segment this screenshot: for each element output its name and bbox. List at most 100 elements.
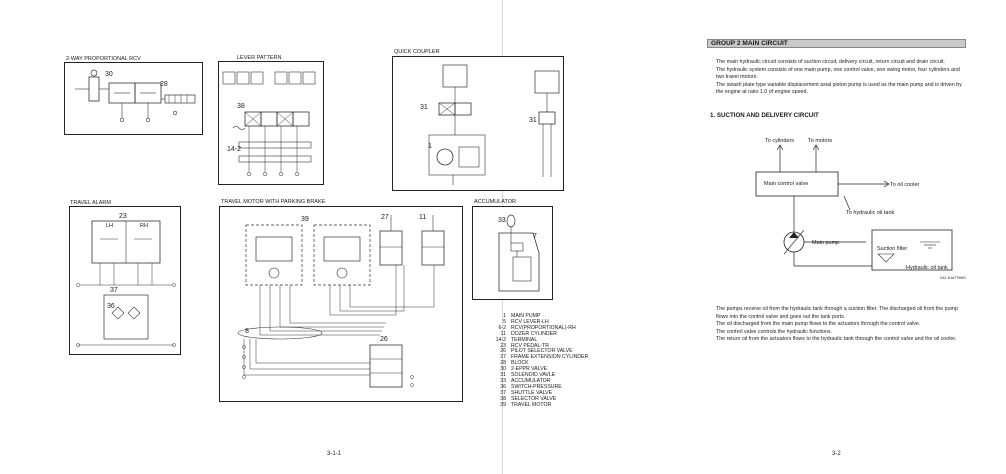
legend-row: 6-2 RCV(PROPORTIONAL)-RH <box>484 324 588 332</box>
alarm-diagram: 23 LH RH 37 36 <box>69 206 181 355</box>
accumulator-label-7: 7 <box>533 233 537 240</box>
motor-label-11: 11 <box>419 214 427 221</box>
legend-number: 26 <box>500 348 506 355</box>
alarm-label-rh: RH <box>140 223 148 229</box>
rcv-schematic <box>75 69 196 123</box>
rcv-diagram: 30 28 <box>64 62 203 135</box>
body-text: The pumps receive oil from the hydraulic… <box>716 306 968 344</box>
label-main-pump: Main pump <box>812 240 840 246</box>
legend-row: 1 MAIN PUMP <box>484 313 588 320</box>
motor-schematic <box>237 215 445 388</box>
legend-row: 26 PILOT SELECTOR VALVE <box>484 348 588 355</box>
legend-number: 6-2 <box>498 324 507 331</box>
coupler-schematic <box>428 64 560 185</box>
main-circuit-diagram: To cylinders To motors Main control valv… <box>740 132 970 282</box>
legend-text: ACCUMULATOR <box>511 377 551 384</box>
body-paragraph: The return oil from the actuators flows … <box>716 336 957 343</box>
legend-number: 5 <box>503 318 506 325</box>
legend-number: 27 <box>500 354 506 361</box>
legend-number: 37 <box>500 389 506 396</box>
legend-row: 33 ACCUMULATOR <box>484 377 588 385</box>
alarm-label-37: 37 <box>110 287 118 294</box>
accumulator-title: ACCUMULATOR <box>474 199 516 205</box>
alarm-schematic <box>76 220 176 347</box>
legend-text: TRAVEL MOTOR <box>511 401 552 408</box>
legend-number: 36 <box>500 383 506 390</box>
legend-text: SWITCH-PRESSURE <box>511 383 562 390</box>
legend-number: 11 <box>500 330 506 337</box>
legend-text: RCV LEVER-LH <box>511 318 549 325</box>
section-title: 1. SUCTION AND DELIVERY CIRCUIT <box>710 112 819 119</box>
body-paragraph: The control valve controls the hydraulic… <box>716 328 833 335</box>
motor-title: TRAVEL MOTOR WITH PARKING BRAKE <box>221 199 326 205</box>
label-suction-filter: Suction filter <box>877 246 908 252</box>
lever-diagram: 38 14-2 <box>218 61 324 185</box>
legend-text: 2-EPPR VALVE <box>511 366 548 373</box>
legend-row: 36 SWITCH-PRESSURE <box>484 383 588 391</box>
legend-row: 31 SOLENOID VAVLE <box>484 372 588 379</box>
legend-row: 5 RCV LEVER-LH <box>484 318 588 326</box>
legend-number: 30 <box>500 366 506 373</box>
group-title: GROUP 2 MAIN CIRCUIT <box>707 39 966 48</box>
right-page-number: 3-2 <box>832 451 841 457</box>
legend-row: 14-2 TERMINAL <box>484 336 588 344</box>
lever-schematic <box>222 71 316 177</box>
alarm-title: TRAVEL ALARM <box>70 200 111 206</box>
legend-row: 11 DOZER CYLINDER <box>484 330 588 338</box>
rcv-label-28: 28 <box>160 81 168 88</box>
legend-row: 30 2-EPPR VALVE <box>484 366 588 373</box>
legend-number: 39 <box>500 401 506 408</box>
label-to-cylinders: To cylinders <box>765 138 795 144</box>
motor-diagram: 39 27 11 8 26 <box>219 206 463 402</box>
lever-label-14-2: 14-2 <box>227 146 242 153</box>
legend-number: 28 <box>500 360 506 367</box>
legend-row: 38 SELECTOR VALVE <box>484 395 588 403</box>
accumulator-schematic <box>498 214 540 292</box>
legend-text: RCV(PROPORTIONAL)-RH <box>511 324 576 331</box>
legend-number: 14-2 <box>495 336 506 343</box>
accumulator-diagram: 33 7 <box>472 206 553 300</box>
lever-title: LEVER PATTERN <box>237 55 282 61</box>
body-paragraph: The pumps receive oil from the hydraulic… <box>716 306 958 320</box>
intro-paragraph: The hydraulic system consists of one mai… <box>716 66 960 81</box>
legend-text: BLOCK <box>511 360 529 367</box>
coupler-label-31a: 31 <box>420 104 428 111</box>
legend-row: 28 BLOCK <box>484 360 588 367</box>
body-paragraph: The oil discharged from the main pump fl… <box>716 321 921 328</box>
intro-paragraph: The swash plate type variable displaceme… <box>716 81 962 96</box>
legend-number: 33 <box>500 377 506 384</box>
main-circuit-schematic <box>755 144 953 271</box>
legend-row: 27 FRAME EXTENSION CYLINDER <box>484 354 589 361</box>
legend-text: DOZER CYLINDER <box>511 330 557 337</box>
accumulator-label-33: 33 <box>498 217 506 224</box>
legend-text: PILOT SELECTOR VALVE <box>511 348 573 355</box>
motor-label-8: 8 <box>245 328 249 335</box>
legend-number: 23 <box>500 342 506 349</box>
motor-label-27: 27 <box>381 214 389 221</box>
diagram-code: S42-1HA779WS <box>940 276 966 280</box>
legend-row: 39 TRAVEL MOTOR <box>484 401 588 409</box>
rcv-title: 2-WAY PROPORTIONAL RCV <box>66 56 141 62</box>
alarm-label-36: 36 <box>107 303 115 310</box>
lever-label-38: 38 <box>237 103 245 110</box>
label-to-oil-cooler: To oil cooler <box>890 182 920 188</box>
legend-number: 1 <box>503 313 506 319</box>
coupler-label-31b: 31 <box>529 117 537 124</box>
legend-text: SELECTOR VALVE <box>511 395 557 402</box>
label-to-hydraulic-oil-tank: To hydraulic oil tank <box>846 210 895 216</box>
label-to-motors: To motors <box>808 138 833 144</box>
legend-number: 38 <box>500 395 506 402</box>
coupler-label-1: 1 <box>428 143 432 150</box>
intro-text: The main hydraulic circuit consists of s… <box>716 59 968 97</box>
alarm-label-lh: LH <box>106 223 114 229</box>
left-page-number: 3-1-1 <box>327 451 342 457</box>
label-main-control-valve: Main control valve <box>764 181 809 187</box>
legend-text: SOLENOID VAVLE <box>511 372 556 379</box>
coupler-title: QUICK COUPLER <box>394 49 440 55</box>
legend-text: FRAME EXTENSION CYLINDER <box>511 354 589 361</box>
legend-text: TERMINAL <box>511 336 538 343</box>
legend-number: 31 <box>500 372 506 379</box>
legend-text: MAIN PUMP <box>511 313 541 319</box>
